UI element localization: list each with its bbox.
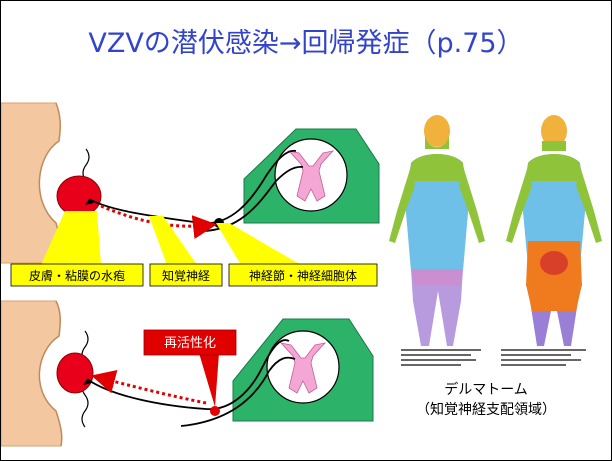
- arm-back-left: [506, 166, 532, 243]
- label-ganglion: 神経節・神経細胞体: [249, 268, 357, 283]
- dermatome-figure: [386, 109, 606, 369]
- nerve-fiber-top-1: [88, 149, 297, 224]
- callout-box-nerve: [149, 263, 223, 287]
- head-front: [424, 115, 450, 147]
- callout-pointer-nerve: [149, 216, 197, 265]
- nerve-fiber-bottom-1: [86, 339, 290, 410]
- callout-box-ganglion: [228, 263, 378, 287]
- head-back: [541, 115, 567, 147]
- reactivation-arrow: [91, 370, 207, 405]
- label-reactivation: 再活性化: [164, 336, 216, 351]
- callout-box-vesicle: [10, 263, 144, 287]
- callout-pointer-vesicle: [41, 211, 101, 265]
- label-sensory-nerve: 知覚神経: [162, 269, 210, 283]
- vesicle: [56, 175, 102, 217]
- latency-arrow: [100, 204, 217, 239]
- vesicle-bottom: [56, 352, 94, 394]
- nerve-fiber-bottom-2: [180, 356, 296, 427]
- arm-back-right: [576, 166, 602, 243]
- caption-dermatome: デルマトーム: [444, 382, 528, 398]
- ganglion-bottom: [210, 406, 220, 416]
- gray-matter-top: [287, 150, 335, 202]
- legs-front: [411, 269, 463, 346]
- arm-front-left: [389, 166, 415, 243]
- callout-pointer-reactivation: [199, 353, 219, 407]
- callout-box-reactivation: [143, 329, 237, 356]
- skin-profile-bottom: [1, 300, 63, 447]
- caption-dermatome-sub: （知覚神経支配領域）: [416, 402, 556, 418]
- dermatome-legend: [401, 349, 586, 366]
- arm-front-right: [459, 166, 485, 243]
- torso-front: [405, 154, 469, 271]
- latent-infection-diagram: 皮膚・粘膜の水疱 知覚神経 神経節・神経細胞体: [1, 102, 380, 287]
- label-vesicle: 皮膚・粘膜の水疱: [29, 268, 125, 283]
- reactivation-diagram: 再活性化: [1, 300, 374, 447]
- body-front: [389, 115, 485, 346]
- callout-pointer-ganglion: [216, 223, 301, 265]
- gray-matter-bottom: [279, 342, 327, 394]
- body-back: [506, 115, 602, 346]
- slide-title: VZVの潜伏感染→回帰発症（p.75）: [88, 28, 524, 59]
- torso-back: [522, 154, 586, 266]
